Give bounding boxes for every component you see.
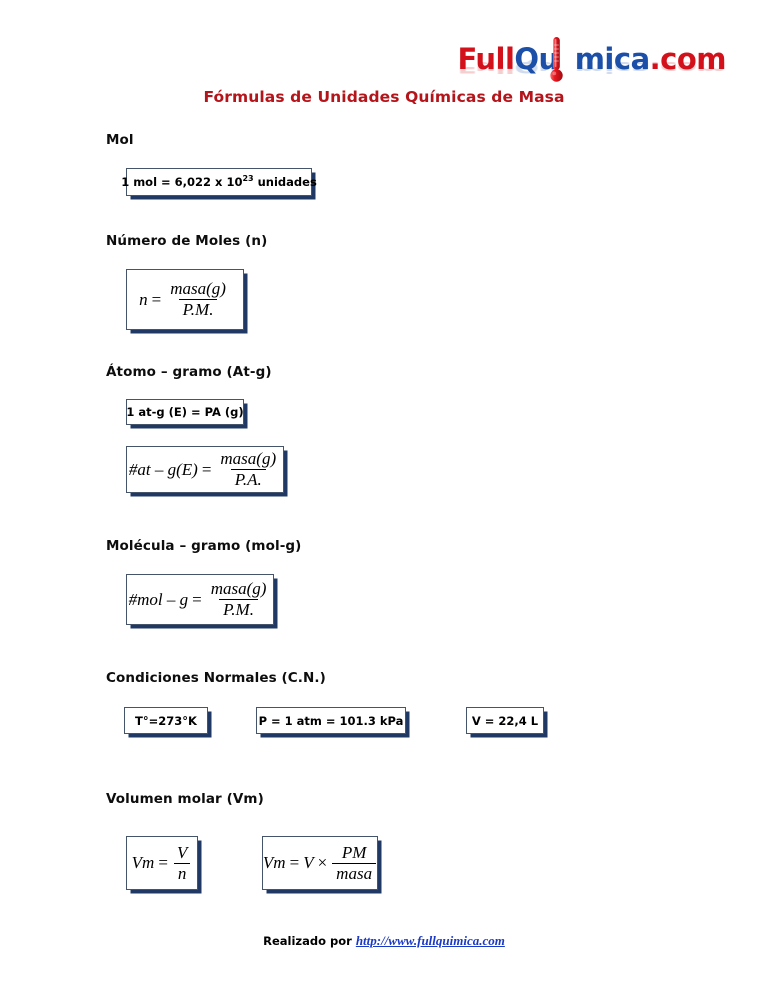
logo-text-full: Full <box>457 42 515 76</box>
thermometer-icon <box>549 37 563 82</box>
page-title: Fórmulas de Unidades Químicas de Masa <box>203 88 565 106</box>
fraction: V n <box>173 843 191 883</box>
formula-math-numero-de-moles: n = masa(g) P.M. <box>139 280 231 319</box>
formula-box-mol-definition: 1 mol = 6,022 x 1023 unidades <box>121 168 317 196</box>
formula-box-numero-de-moles: n = masa(g) P.M. <box>126 269 244 330</box>
formula-box-cn-temperatura: T°=273°K <box>124 707 208 734</box>
fraction: masa(g) P.M. <box>210 579 267 619</box>
fraction: masa(g) P.A. <box>220 449 277 489</box>
section-heading-condiciones-normales: Condiciones Normales (C.N.) <box>106 670 326 686</box>
formula-box-cn-presion: P = 1 atm = 101.3 kPa <box>256 707 406 734</box>
formula-box-cn-volumen: V = 22,4 L <box>466 707 544 734</box>
formula-math-volumen-molar-pm-masa: Vm = V × PM masa <box>263 843 377 883</box>
formula-box-at-g-count: #at – g(E) = masa(g) P.A. <box>126 446 284 493</box>
footer-prefix: Realizado por <box>263 934 356 948</box>
footer: Realizado por http://www.fullquimica.com <box>0 933 768 949</box>
formula-text-cn-volumen: V = 22,4 L <box>471 713 539 728</box>
fraction: masa(g) P.M. <box>170 279 226 319</box>
section-heading-atomo-gramo: Átomo – gramo (At-g) <box>106 364 272 380</box>
formula-box-mol-g-count: #mol – g = masa(g) P.M. <box>126 574 274 625</box>
logo-text-qu: Qu <box>514 42 559 76</box>
section-heading-molecula-gramo: Molécula – gramo (mol-g) <box>106 538 302 554</box>
formula-box-at-g-definition: 1 at-g (E) = PA (g) <box>126 399 244 425</box>
fraction: PM masa <box>332 843 377 883</box>
formula-text-cn-temperatura: T°=273°K <box>135 713 197 728</box>
formula-box-volumen-molar-pm-masa: Vm = V × PM masa <box>262 836 378 890</box>
formula-math-at-g-count: #at – g(E) = masa(g) P.A. <box>129 450 281 489</box>
logo-text-com: .com <box>649 42 727 76</box>
formula-text-mol-definition: 1 mol = 6,022 x 1023 unidades <box>121 174 317 189</box>
section-heading-mol: Mol <box>106 132 134 148</box>
formula-text-cn-presion: P = 1 atm = 101.3 kPa <box>258 713 404 728</box>
section-heading-volumen-molar: Volumen molar (Vm) <box>106 791 264 807</box>
logo-text-mica: mica <box>574 42 650 76</box>
formula-math-mol-g-count: #mol – g = masa(g) P.M. <box>129 580 272 619</box>
formula-box-volumen-molar-basico: Vm = V n <box>126 836 198 890</box>
section-heading-numero-de-moles: Número de Moles (n) <box>106 233 268 249</box>
formula-text-at-g-definition: 1 at-g (E) = PA (g) <box>126 405 244 419</box>
formula-math-volumen-molar-basico: Vm = V n <box>132 843 193 883</box>
footer-link-fullquimica[interactable]: http://www.fullquimica.com <box>355 933 505 948</box>
